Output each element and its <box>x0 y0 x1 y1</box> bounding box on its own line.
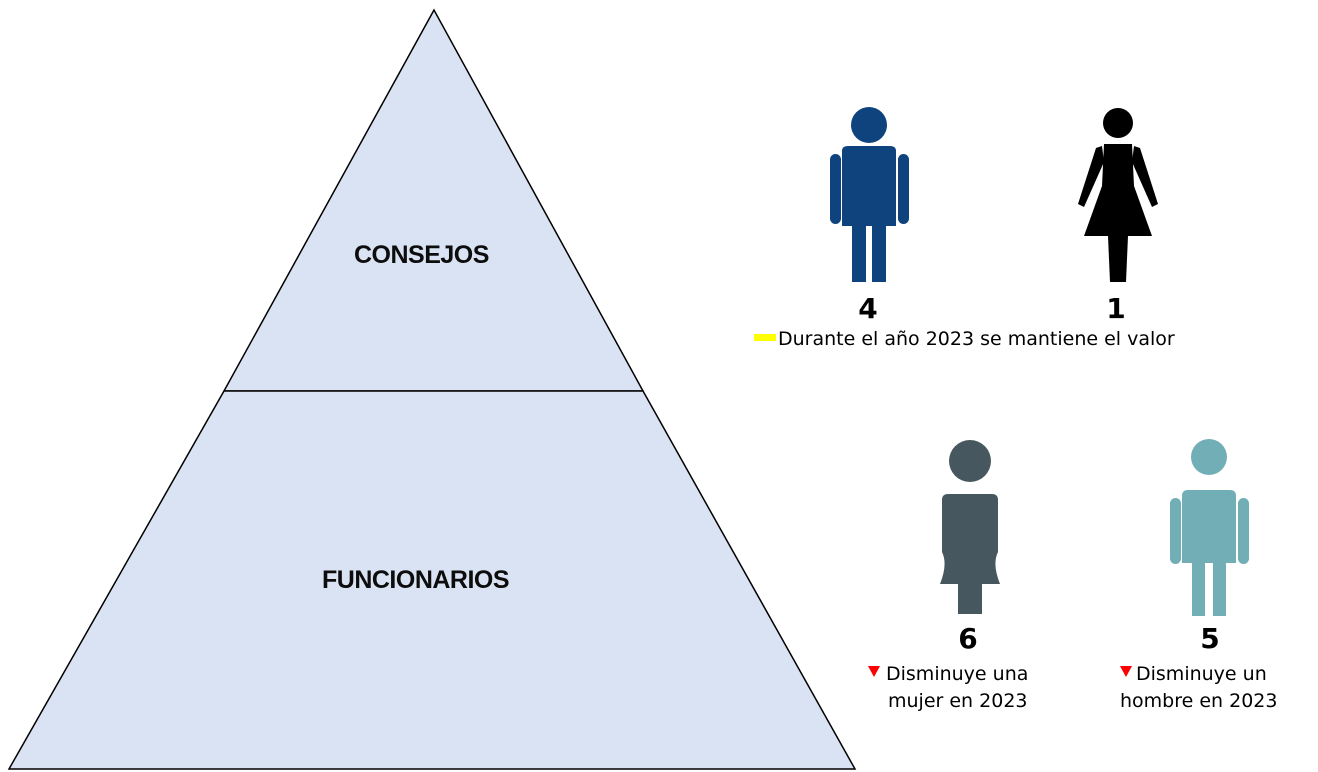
consejos-note-text: Durante el año 2023 se mantiene el valor <box>778 328 1175 350</box>
consejos-male-count: 4 <box>858 292 878 325</box>
woman-icon <box>940 440 1000 614</box>
pyramid-top-tier <box>222 8 645 392</box>
decrease-triangle-icon <box>1120 666 1132 677</box>
pyramid-diagram <box>7 8 857 770</box>
female-note-line1: Disminuye una <box>886 663 1029 685</box>
funcionarios-male-note: Disminuye un hombre en 2023 <box>1120 661 1277 715</box>
male-note-line1: Disminuye un <box>1136 663 1267 685</box>
pyramid-bottom-tier <box>7 390 857 770</box>
tier-label-funcionarios: FUNCIONARIOS <box>322 566 510 594</box>
consejos-note: Durante el año 2023 se mantiene el valor <box>754 326 1175 353</box>
female-note-line2: mujer en 2023 <box>888 690 1028 712</box>
decrease-triangle-icon <box>868 666 880 677</box>
woman-icon <box>1078 108 1158 282</box>
male-note-line2: hombre en 2023 <box>1120 690 1278 712</box>
funcionarios-female-note: Disminuye una mujer en 2023 <box>868 661 1028 715</box>
tier-label-consejos: CONSEJOS <box>354 241 489 269</box>
consejos-female-count: 1 <box>1106 292 1126 325</box>
funcionarios-female-count: 6 <box>958 622 978 655</box>
man-icon <box>1170 439 1249 616</box>
funcionarios-male-count: 5 <box>1200 622 1220 655</box>
man-icon <box>830 107 909 282</box>
no-change-marker <box>754 334 776 341</box>
